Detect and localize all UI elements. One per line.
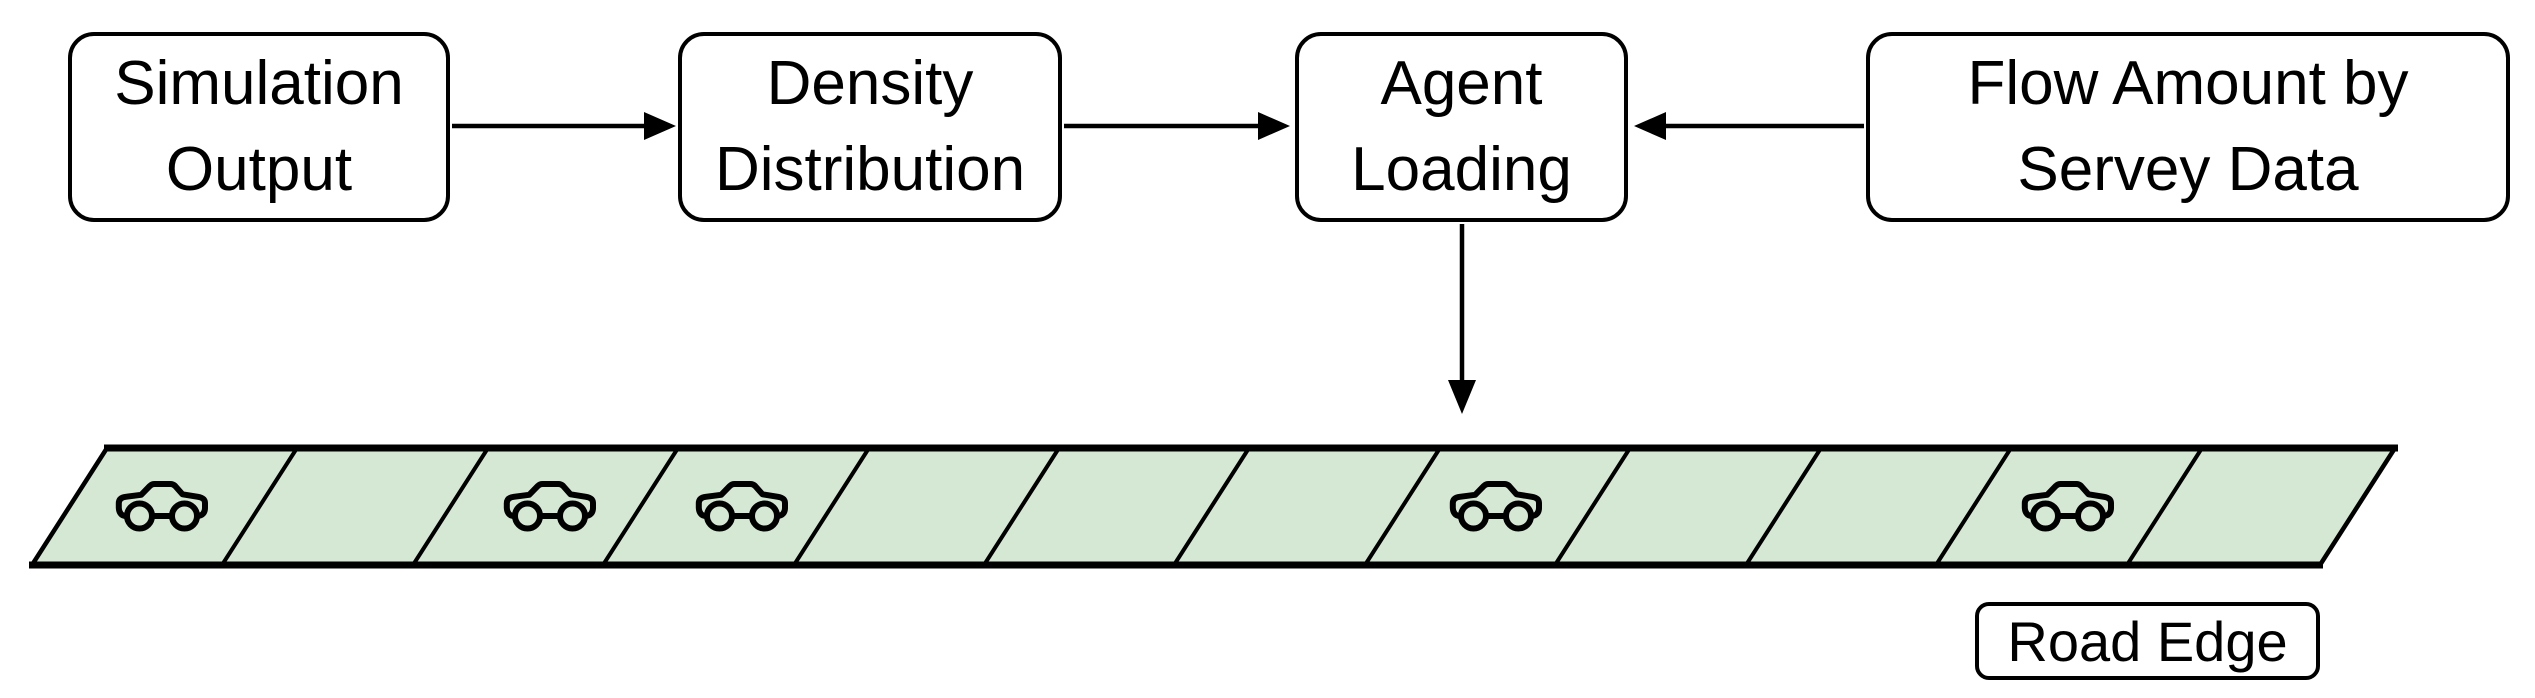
road-divider [2125,446,2204,567]
road-strip [29,444,2398,569]
road-divider [1553,446,1632,567]
road-left-edge [30,446,109,567]
arrowhead-left-icon [1634,112,1666,140]
edge-flowamount-to-agent [1634,112,1864,140]
road-edge-label: Road Edge [1975,602,2320,680]
road-divider [601,446,680,567]
edge-simulation-to-density [452,112,676,140]
arrowhead-right-icon [1258,112,1290,140]
road-segment-dividers [220,446,2204,567]
node-simulation-output: Simulation Output [68,32,450,222]
edge-agent-to-road [1448,224,1476,414]
road-divider [220,446,299,567]
edge-density-to-agent [1064,112,1290,140]
node-agent-loading: Agent Loading [1295,32,1628,222]
road-divider [982,446,1061,567]
arrowhead-down-icon [1448,380,1476,414]
road-divider [792,446,871,567]
road-right-edge [2318,446,2397,567]
road-divider [411,446,490,567]
node-density-distribution: Density Distribution [678,32,1062,222]
road-divider [1363,446,1442,567]
road-divider [1744,446,1823,567]
arrowhead-right-icon [644,112,676,140]
road-divider [1934,446,2013,567]
road-divider [1172,446,1251,567]
node-flow-amount: Flow Amount by Servey Data [1866,32,2510,222]
